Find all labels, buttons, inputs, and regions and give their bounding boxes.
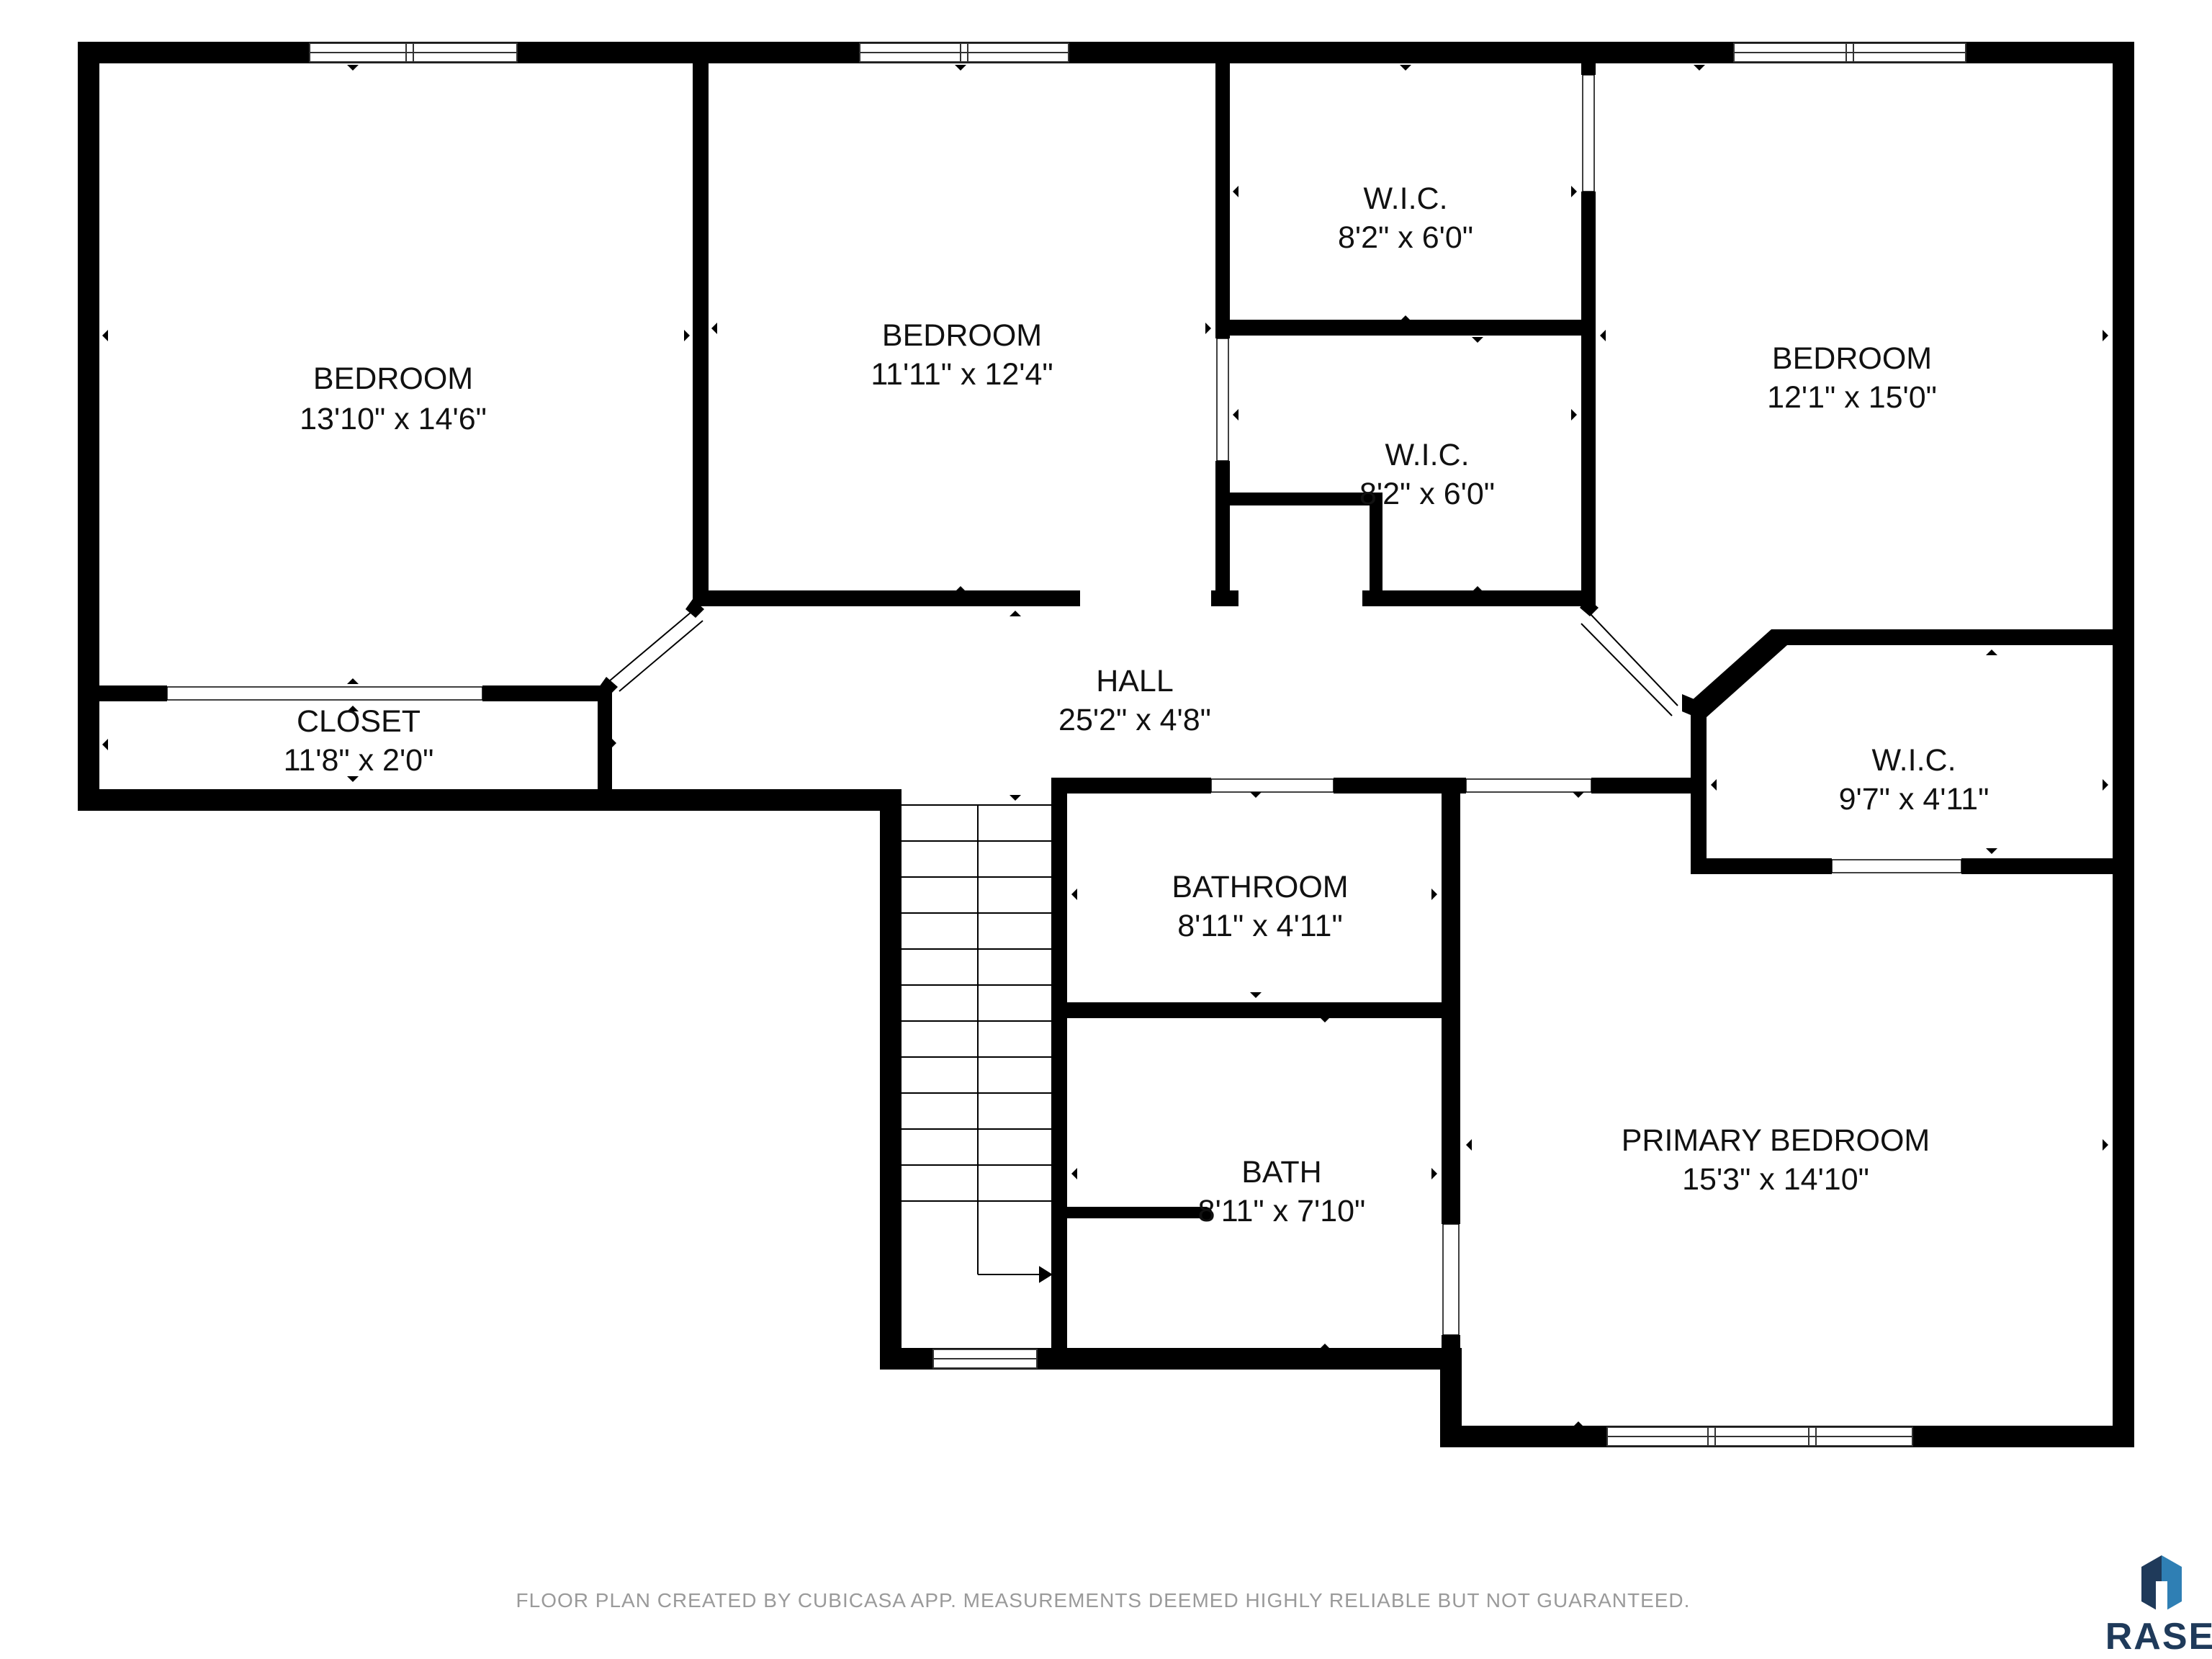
wall-closet-top-right [482,685,612,701]
vanity-end [1198,1207,1213,1221]
wall-bath-vanity [1058,1207,1207,1218]
label-bedroom-2-name: BEDROOM [882,318,1042,353]
label-wic-2-name: W.I.C. [1385,438,1469,472]
wall-closet-right [598,685,612,805]
wall-hall-diag-right-node-2 [1682,694,1699,719]
wall-wic-right [1581,192,1596,606]
opening-diag-right-a [1589,613,1678,706]
wall-wic3-diagonal [1691,629,1787,717]
opening-diag-left-a [608,611,692,682]
wall-bed1-bed2 [693,58,709,605]
door-bath [1442,1223,1460,1336]
wall-hall-diag-right-node [1580,598,1599,616]
wall-bed2-right-upper [1215,58,1230,338]
wall-closet-node [599,677,618,696]
label-hall-size: 25'2" x 4'8" [1058,703,1211,737]
label-wic-3-size: 9'7" x 4'11" [1839,782,1990,817]
wall-wic3-bottom-right [1961,858,2134,874]
label-wic-1-size: 8'2" x 6'0" [1338,220,1473,255]
door-gaps [166,74,1962,1336]
wall-wic2-jog-side [1370,493,1382,606]
wall-bathroom-bath [1051,1002,1460,1018]
door-bathroom [1210,778,1334,793]
label-primary-bedroom-name: PRIMARY BEDROOM [1622,1123,1930,1158]
label-bath-size: 8'11" x 7'10" [1198,1194,1366,1228]
door-bed2-wic [1216,338,1229,462]
door-wic3 [1831,859,1962,873]
wall-bath-left [1051,778,1067,1368]
wall-stub-center [1211,590,1238,606]
door-wic-bed3 [1582,74,1595,192]
window-stairs [932,1349,1038,1369]
label-bedroom-2-size: 11'11" x 12'4" [871,357,1053,392]
dimension-markers [102,65,2108,1427]
opening-diag-left-b [619,620,703,692]
label-closet-name: CLOSET [297,704,421,739]
label-wic-1-name: W.I.C. [1363,181,1447,216]
label-hall-name: HALL [1096,664,1174,698]
window-bed1 [309,42,518,63]
label-primary-bedroom-size: 15'3" x 14'10" [1682,1162,1869,1197]
house-logo-icon [2141,1555,2182,1613]
label-bath-name: BATH [1241,1155,1322,1190]
wall-wic1-bottom [1224,320,1591,336]
label-bedroom-3-size: 12'1" x 15'0" [1767,380,1937,415]
windows [309,42,1966,1447]
wall-wic3-bottom-left [1691,858,1832,874]
wall-wic-right-upper [1581,58,1596,75]
wall-bath-right [1442,778,1460,1224]
brand-name: RASE [2105,1616,2212,1658]
room-labels: BEDROOM 13'10" x 14'6" BEDROOM 11'11" x … [284,181,1990,1228]
window-bed3 [1733,42,1966,63]
wall-wic2-jog-top [1224,493,1382,505]
wall-wic2-bottom [1362,590,1596,606]
label-bedroom-1-name: BEDROOM [313,361,473,396]
label-closet-size: 11'8" x 2'0" [284,743,434,778]
wall-closet-top-left [94,685,167,701]
wall-bed2-bottom [693,590,1080,606]
label-bedroom-3-name: BEDROOM [1772,341,1932,376]
wall-bed3-bottom [1771,629,2134,645]
wall-stair-left [880,789,902,1370]
label-bathroom-name: BATHROOM [1172,870,1348,904]
staircase [902,804,1053,1283]
label-bedroom-1-size: 13'10" x 14'6" [300,402,487,436]
window-bed2 [859,42,1069,63]
footer-disclaimer: FLOOR PLAN CREATED BY CUBICASA APP. MEAS… [516,1589,1691,1611]
door-primary [1465,778,1592,793]
wall-left-bottom [78,789,900,811]
wall-outer-left [78,42,99,809]
label-wic-3-name: W.I.C. [1871,743,1956,778]
door-closet [166,686,483,701]
window-primary [1606,1426,1913,1447]
label-wic-2-size: 8'2" x 6'0" [1359,477,1495,511]
wall-bed2-right-lower [1215,461,1230,606]
diagonal-openings [608,611,1678,716]
label-bathroom-size: 8'11" x 4'11" [1177,909,1342,943]
wall-primary-top [1591,778,1707,793]
opening-diag-right-b [1581,623,1673,716]
wall-outer-right [2113,42,2134,1447]
wall-bath-right-lower [1442,1335,1460,1364]
wall-bath-top-left [1051,778,1211,793]
wall-bath-top-mid [1334,778,1466,793]
